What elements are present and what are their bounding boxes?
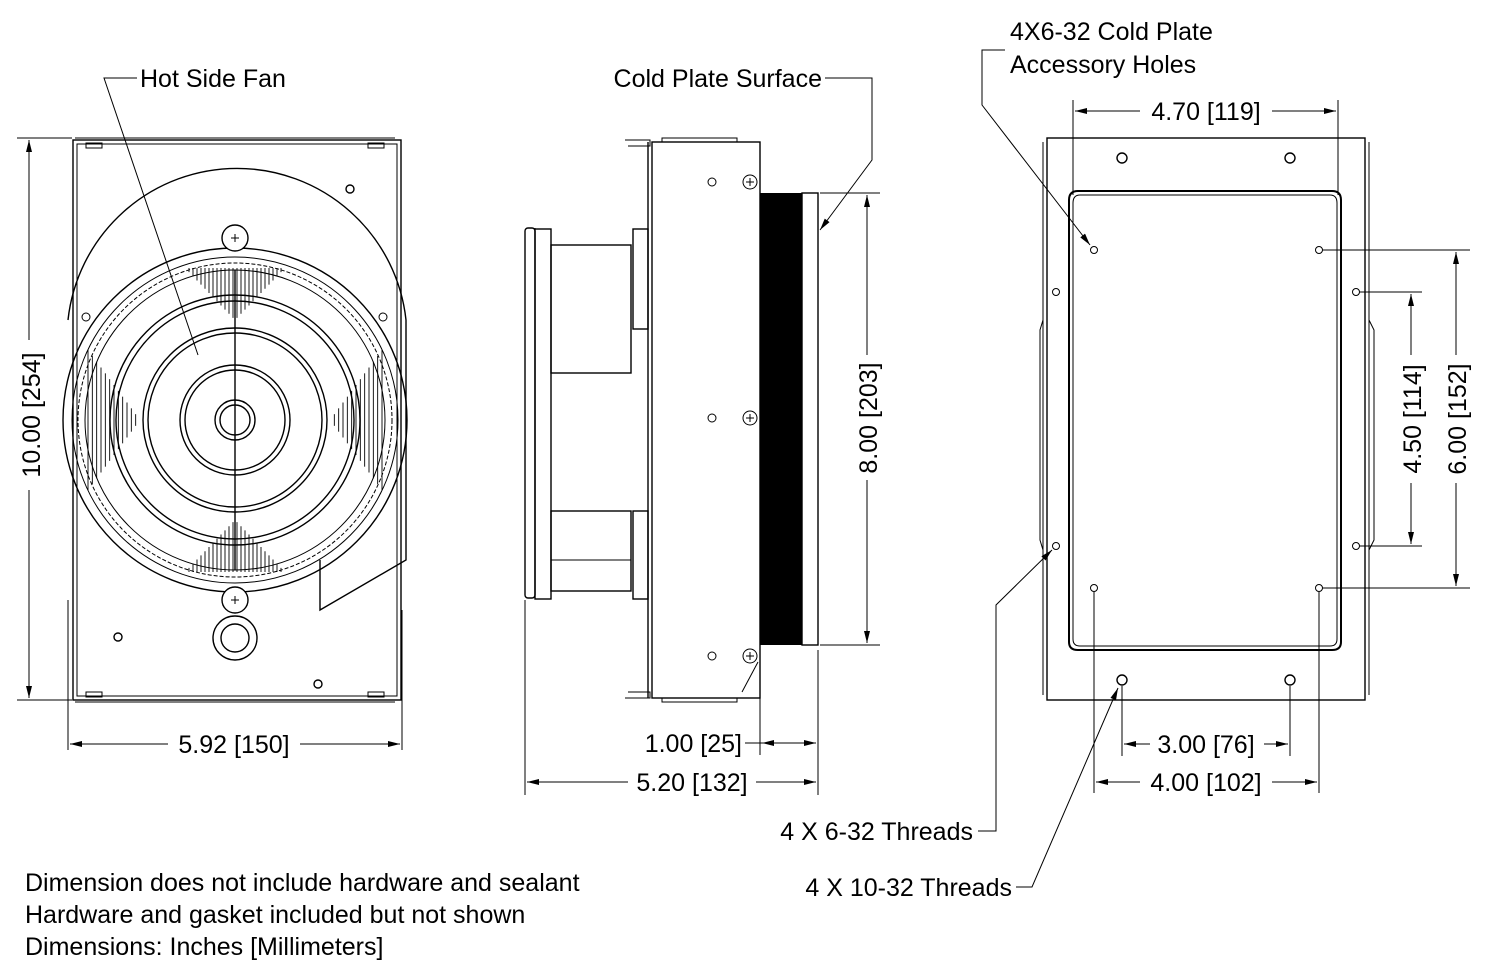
side-flange-bottom (661, 697, 738, 703)
cold-plate (801, 192, 819, 646)
front-tab (367, 691, 385, 698)
front-tab (85, 142, 103, 149)
back-housing (1046, 137, 1366, 701)
side-flange (625, 691, 651, 699)
back-view: 4X6-32 Cold Plate Accessory Holes 4.70 [… (780, 18, 1472, 902)
bottom-inner-dimension: 3.00 [76] (1157, 731, 1254, 759)
thread-hole-6-32 (1052, 542, 1060, 550)
fan-blade-hatching (87, 268, 383, 572)
screw-icon (707, 177, 717, 187)
hot-side-fan-leader (103, 77, 199, 356)
fan-bracket (632, 228, 649, 330)
thread-6-32-label: 4 X 6-32 Threads (780, 818, 973, 846)
plate-height-dimension: 8.00 [203] (855, 362, 883, 473)
fan-bracket (632, 510, 649, 600)
fan-frame-edge (524, 227, 536, 599)
bottom-outer-dimension: 4.00 [102] (1150, 769, 1261, 797)
mount-hole-10-32 (1284, 674, 1296, 686)
phillips-screw-icon (742, 648, 758, 664)
mount-hole-10-32 (1284, 152, 1296, 164)
thread-10-32-leader (1016, 687, 1119, 888)
note-line: Hardware and gasket included but not sho… (25, 901, 525, 929)
screw-icon (707, 413, 717, 423)
phillips-icon (231, 234, 239, 242)
cold-plate-leader (819, 77, 873, 231)
fan-bulge (1039, 319, 1044, 551)
fan-motor-lower (550, 510, 632, 592)
heat-sink-block (760, 193, 802, 645)
mount-hole (212, 615, 258, 661)
thread-hole-6-32 (1352, 542, 1360, 550)
accessory-holes-label-line2: Accessory Holes (1010, 51, 1196, 79)
fan-motor-upper (550, 244, 632, 374)
front-tab (367, 142, 385, 149)
mount-hole (220, 623, 250, 653)
thread-6-32-leader (978, 549, 1053, 832)
front-tab (85, 691, 103, 698)
side-flange-top (661, 137, 738, 143)
front-housing-outline (72, 139, 402, 701)
inner-vertical-dimension: 4.50 [114] (1399, 364, 1427, 473)
overall-depth-dimension: 5.20 [132] (636, 769, 747, 797)
side-gusset (741, 661, 759, 693)
cold-plate-outline (1068, 190, 1342, 651)
phillips-screw-icon (742, 174, 758, 190)
fan-guard-dashed (77, 262, 393, 578)
screw-icon (378, 312, 388, 322)
side-view: Cold Plate Surface 8.00 [203] 1.00 [25] … (524, 65, 883, 797)
note-line: Dimensions: Inches [Millimeters] (25, 933, 383, 961)
thread-hole-6-32 (1352, 288, 1360, 296)
thread-hole-6-32 (1052, 288, 1060, 296)
phillips-icon (746, 178, 754, 660)
cold-plate-surface-label: Cold Plate Surface (614, 65, 822, 93)
accessory-holes-leader (981, 49, 1091, 246)
screw-icon (81, 312, 91, 322)
screw-icon (313, 679, 323, 689)
screw-icon (707, 651, 717, 661)
cold-plate-inner (1072, 194, 1338, 647)
front-view: Hot Side Fan 10.00 [254] 5.92 [150] (17, 65, 408, 759)
fan-bulge (1368, 319, 1375, 551)
thread-10-32-label: 4 X 10-32 Threads (805, 874, 1012, 902)
top-width-dimension: 4.70 [119] (1151, 98, 1260, 126)
mount-hole-10-32 (1116, 152, 1128, 164)
screw-icon (113, 632, 123, 642)
drawing-notes: Dimension does not include hardware and … (25, 869, 580, 961)
accessory-holes-label-line1: 4X6-32 Cold Plate (1010, 18, 1213, 46)
fan-shroud (67, 167, 407, 612)
accessory-hole-6-32 (1090, 584, 1098, 592)
plate-depth-dimension: 1.00 [25] (645, 730, 742, 758)
accessory-hole-6-32 (1090, 246, 1098, 254)
note-line: Dimension does not include hardware and … (25, 869, 580, 897)
height-dimension: 10.00 [254] (18, 352, 46, 477)
front-housing-inner (76, 143, 398, 697)
mount-hole-10-32 (1116, 674, 1128, 686)
width-dimension: 5.92 [150] (178, 731, 289, 759)
outer-vertical-dimension: 6.00 [152] (1444, 363, 1472, 474)
phillips-icon (231, 596, 239, 604)
hot-side-fan-label: Hot Side Fan (140, 65, 286, 93)
fan-ring (71, 256, 399, 584)
accessory-hole-6-32 (1315, 246, 1323, 254)
side-flange (625, 139, 651, 147)
fan-frame (534, 228, 552, 600)
accessory-hole-6-32 (1315, 584, 1323, 592)
screw-icon (345, 184, 355, 194)
phillips-screw-icon (742, 410, 758, 426)
